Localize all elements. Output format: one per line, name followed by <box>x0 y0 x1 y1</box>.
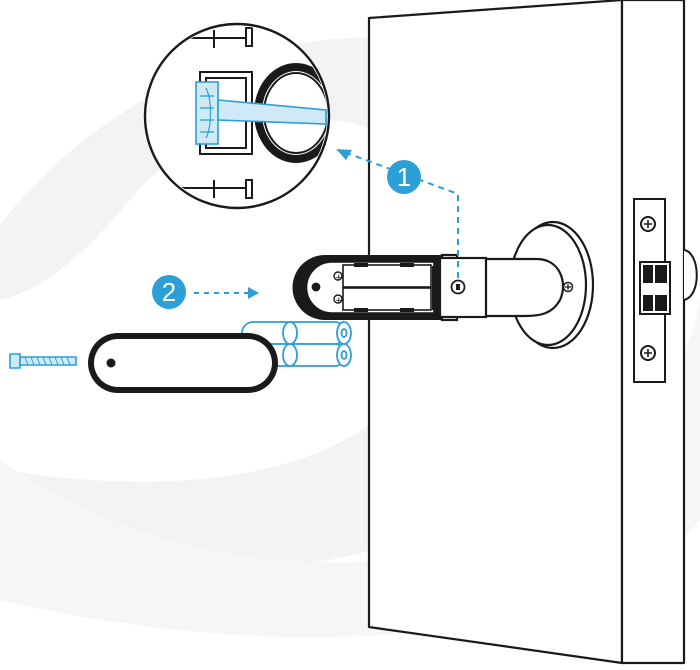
screw-icon <box>9 353 77 369</box>
battery-cover-icon <box>88 333 278 393</box>
mortise-latch-plate-icon <box>633 198 698 383</box>
step-2-number: 2 <box>162 277 176 307</box>
step-1-callout: 1 <box>336 149 459 278</box>
cable-connector-detail-icon <box>143 22 331 210</box>
svg-text:+: + <box>335 296 343 306</box>
aa-batteries-icon <box>241 321 352 367</box>
step-2-callout: 2 <box>152 275 259 309</box>
battery-compartment-icon: + + <box>292 253 488 322</box>
svg-text:+: + <box>335 273 343 283</box>
step-1-number: 1 <box>397 162 411 192</box>
